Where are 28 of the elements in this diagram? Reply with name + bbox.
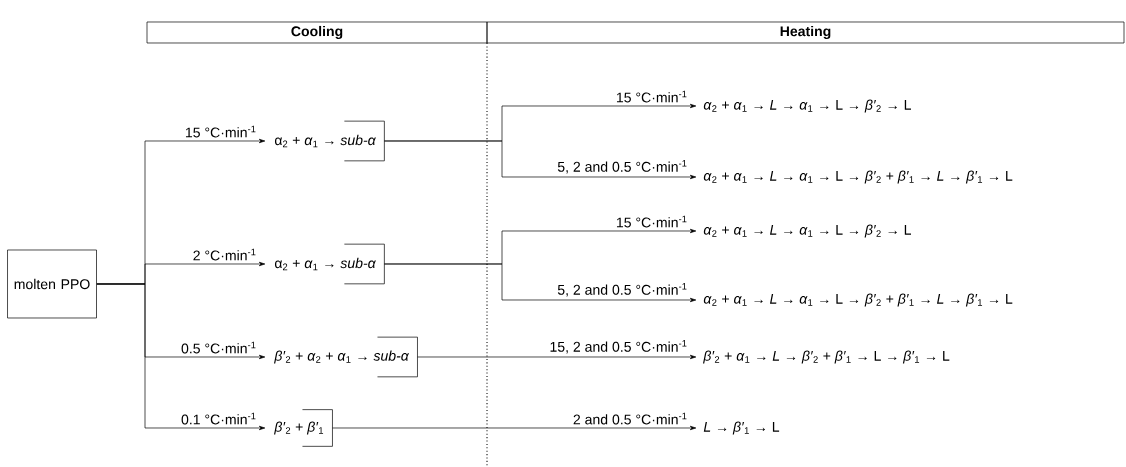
edge-label: 0.5 °C·min$^{-1}$: [181, 341, 256, 354]
edge-label: 0.1 °C·min$^{-1}$: [181, 412, 256, 425]
phase-sequence: α$_{2}$ + α$_{1}$ → L → α$_{1}$ → L → β′$_{2}$ → L: [703, 99, 911, 113]
arrow: [332, 425, 697, 431]
edge-label: 2 °C·min$^{-1}$: [193, 248, 256, 261]
header-cell: Cooling: [146, 21, 488, 44]
phase-sequence: α$_{2}$ + α$_{1}$ → sub-α: [274, 257, 376, 271]
phase-sequence: β′$_{2}$ + β′$_{1}$: [274, 421, 324, 435]
arrow: [417, 354, 697, 360]
edge-label: 15, 2 and 0.5 °C·min$^{-1}$: [550, 340, 687, 354]
edge-label: 15 °C·min$^{-1}$: [617, 90, 687, 103]
arrow: [96, 283, 266, 431]
process-box: molten PPO: [7, 249, 97, 319]
header-cell: Heating: [486, 21, 1125, 44]
edge-label: 15 °C·min$^{-1}$: [186, 125, 256, 138]
phase-sequence: α$_{2}$ + α$_{1}$ → L → α$_{1}$ → L → β′$_{2}$ + β′$_{1}$ → L → β′$_{1}$ → L: [703, 293, 1013, 307]
edge-label: 2 and 0.5 °C·min$^{-1}$: [573, 412, 687, 425]
phase-sequence: β′$_{2}$ + α$_{2}$ + α$_{1}$ → sub-α: [274, 350, 410, 364]
phase-sequence: α$_{2}$ + α$_{1}$ → L → α$_{1}$ → L → β′$_{2}$ → L: [703, 224, 911, 238]
phase-sequence: α$_{2}$ + α$_{1}$ → sub-α: [274, 134, 376, 148]
phase-sequence: β′$_{2}$ + α$_{1}$ → L → β′$_{2}$ + β′$_{1}$ → L → β′$_{1}$ → L: [703, 350, 950, 364]
arrow: [384, 140, 697, 180]
phase-sequence: α$_{2}$ + α$_{1}$ → L → α$_{1}$ → L → β′$_{2}$ + β′$_{1}$ → L → β′$_{1}$ → L: [703, 170, 1013, 184]
edge-label: 5, 2 and 0.5 °C·min$^{-1}$: [557, 283, 687, 297]
edge-label: 5, 2 and 0.5 °C·min$^{-1}$: [557, 160, 687, 174]
phase-sequence: L → β′$_{1}$ → L: [703, 421, 780, 435]
arrow: [384, 263, 697, 303]
edge-label: 15 °C·min$^{-1}$: [617, 215, 687, 228]
